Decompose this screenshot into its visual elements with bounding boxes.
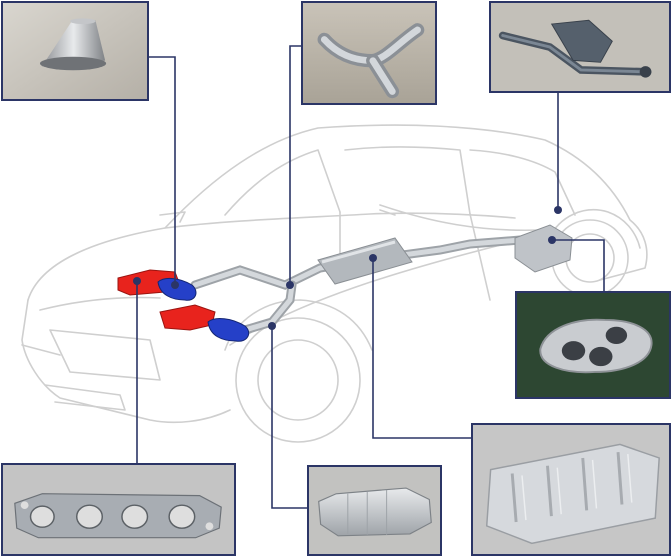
gasket-plate-icon: [3, 465, 234, 554]
leader-funnel: [148, 56, 176, 285]
ribbed-panel-icon: [473, 425, 669, 554]
front-wheel: [235, 317, 361, 443]
leader-converter: [271, 326, 308, 509]
leader-dots: [133, 206, 562, 330]
leader-lines: [136, 45, 605, 509]
leader-y-pipe: [289, 45, 302, 285]
catalytic-shell-icon: [309, 467, 440, 554]
leader-heat-shield: [372, 258, 472, 439]
bent-tube-part-icon: [491, 3, 669, 91]
rear-muffler: [514, 224, 573, 273]
y-pipe-part-icon: [303, 3, 435, 103]
part-photo-y-pipe: [301, 1, 437, 105]
part-photo-funnel: [1, 1, 149, 101]
part-photo-tailpipe: [489, 1, 671, 93]
car-body-line: [27, 124, 648, 301]
funnel-cone-part-icon: [3, 3, 147, 99]
part-photo-heat-shield: [471, 423, 671, 556]
part-photo-muffler-plate: [515, 291, 671, 399]
three-hole-plate-icon: [517, 293, 669, 397]
part-photo-manifold-gasket: [1, 463, 236, 556]
car-roof-line: [164, 212, 516, 229]
center-muffler: [317, 237, 413, 285]
part-photo-converter-shell: [307, 465, 442, 556]
catalytic-converter-blue: [157, 277, 250, 342]
leader-muffler-plate: [552, 239, 605, 292]
